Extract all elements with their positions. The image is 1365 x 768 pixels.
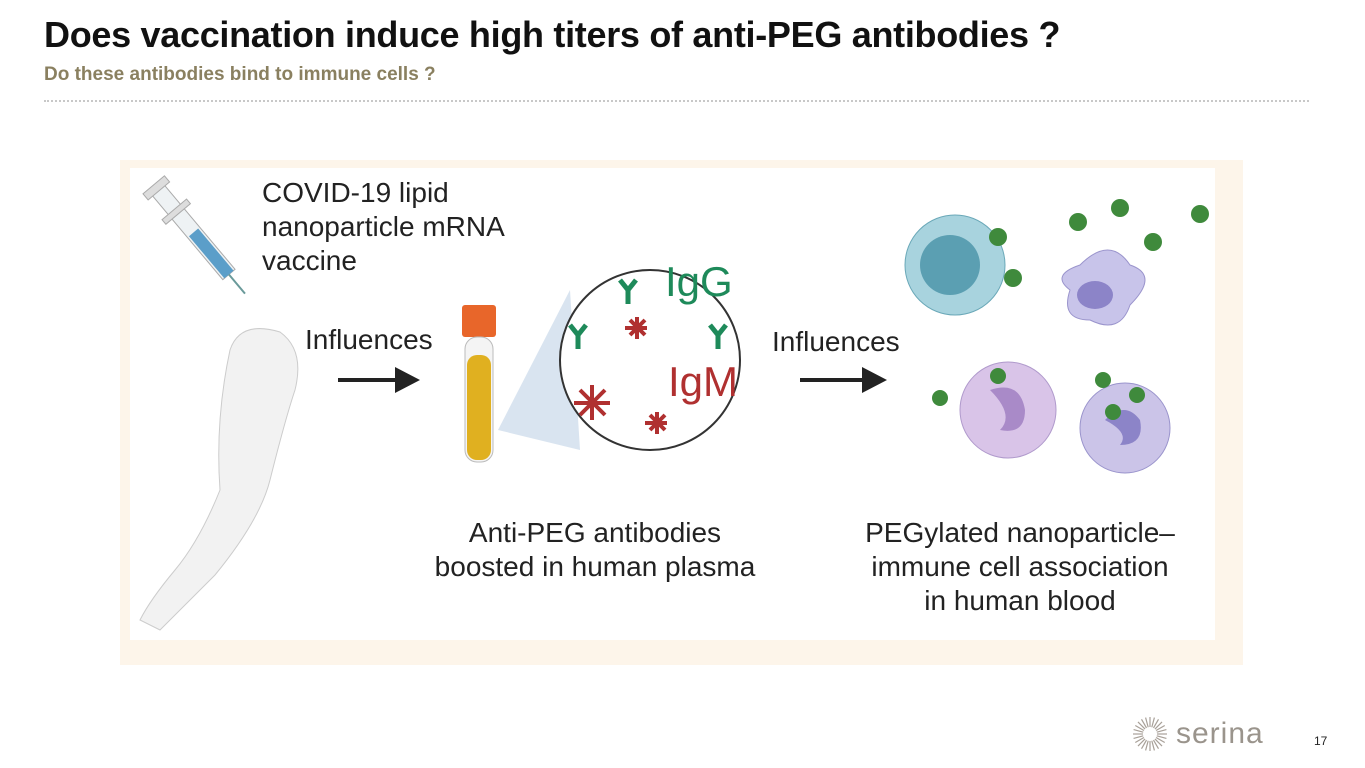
igg-antibody-icons (568, 278, 728, 349)
arrow-right-icon (338, 367, 420, 393)
cells-caption-line: in human blood (924, 585, 1116, 616)
slide-title: Does vaccination induce high titers of a… (44, 14, 1061, 55)
arrow2-label: Influences (772, 326, 900, 357)
igm-antibody-icons (574, 317, 667, 434)
blood-tube-icon (462, 305, 496, 463)
arrow-right-icon (800, 367, 887, 393)
plasma-caption-line: Anti-PEG antibodies (468, 517, 722, 548)
immune-cells-illustration (904, 214, 1171, 474)
vaccine-label-line: vaccine (262, 245, 357, 276)
logo-text: serina (1176, 717, 1264, 750)
cells-caption-line: PEGylated nanoparticle– (865, 517, 1175, 548)
vaccine-label-line: COVID-19 lipid (262, 177, 449, 208)
sunburst-logo-icon (1133, 717, 1167, 751)
arrow1-label: Influences (305, 324, 433, 355)
cells-caption: PEGylated nanoparticle– immune cell asso… (825, 516, 1215, 618)
cells-caption-line: immune cell association (871, 551, 1169, 582)
arm-illustration (139, 328, 299, 631)
vaccine-antibody-figure: COVID-19 lipid nanoparticle mRNA vaccine… (120, 160, 1243, 665)
vaccine-label-line: nanoparticle mRNA (262, 211, 505, 242)
figure-illustration (139, 175, 1209, 631)
slide-subtitle: Do these antibodies bind to immune cells… (44, 64, 436, 85)
syringe-icon (142, 175, 246, 295)
nanoparticle-dots (932, 199, 1209, 420)
plasma-caption-line: boosted in human plasma (434, 551, 756, 582)
igg-label: IgG (665, 258, 733, 305)
vaccine-label: COVID-19 lipid nanoparticle mRNA vaccine (262, 176, 505, 278)
igm-label: IgM (668, 358, 739, 405)
title-divider (44, 100, 1309, 102)
page-number: 17 (1314, 734, 1328, 748)
plasma-caption: Anti-PEG antibodies boosted in human pla… (390, 516, 800, 584)
serina-logo: serina (1132, 716, 1264, 752)
